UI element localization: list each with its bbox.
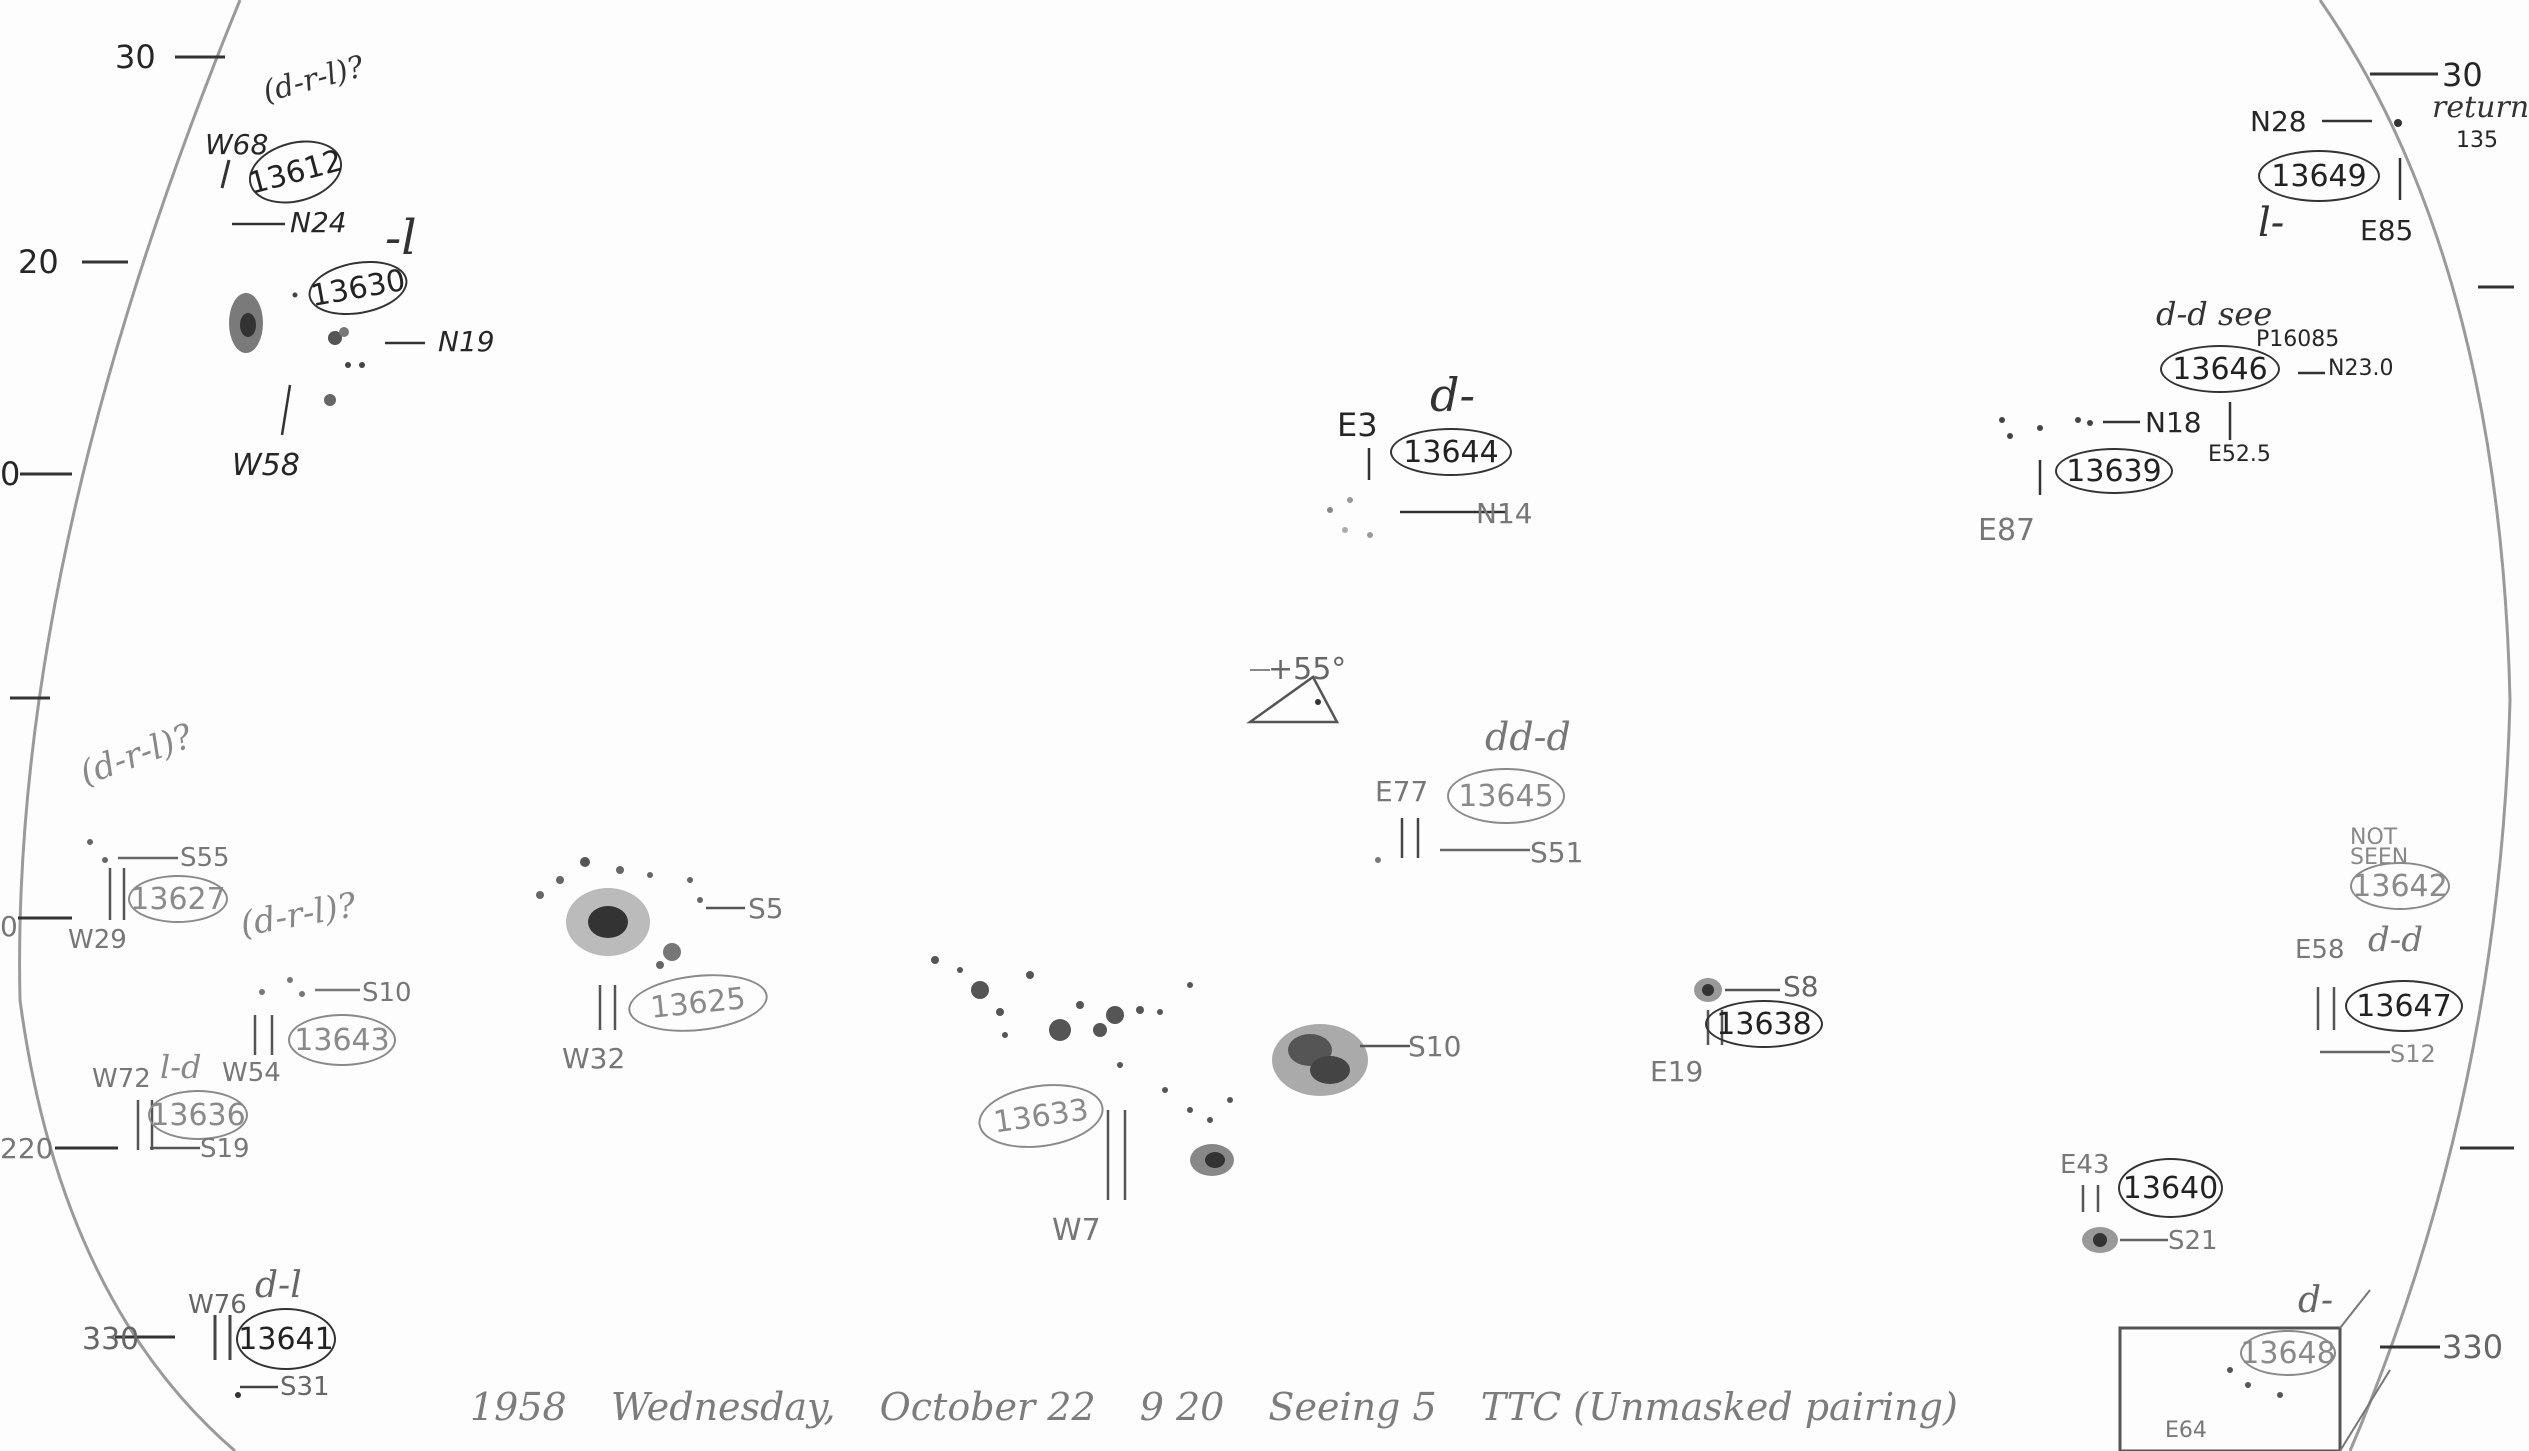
region-13647: 13647 [2345, 980, 2463, 1032]
pos-n28: N28 [2250, 105, 2307, 138]
note-13646: d-d see [2156, 295, 2273, 333]
pos-e19: E19 [1650, 1055, 1704, 1088]
pos-s19: S19 [200, 1134, 250, 1164]
pos-e77: E77 [1375, 775, 1429, 808]
pos-e85: E85 [2360, 214, 2414, 247]
scale-right-bottom: 330 [2442, 1328, 2504, 1366]
pos-s21: S21 [2168, 1226, 2218, 1256]
pos-e64: E64 [2165, 1418, 2207, 1443]
region-13646: 13646 [2160, 345, 2280, 393]
caption-year: 1958 [470, 1385, 567, 1429]
region-13639: 13639 [2055, 448, 2173, 494]
note-13648: d- [2298, 1280, 2334, 1321]
note-return: return [2432, 90, 2529, 125]
caption-time: 9 20 [1139, 1385, 1225, 1429]
pos-n14: N14 [1476, 497, 1533, 530]
caption-note: TTC (Unmasked pairing) [1480, 1385, 1958, 1429]
note-return-num: 135 [2456, 128, 2498, 153]
pos-w7: W7 [1052, 1213, 1101, 1248]
caption-day: Wednesday, [610, 1385, 836, 1429]
pos-w68: W68 [205, 128, 269, 161]
scale-left-20: 20 [18, 243, 59, 281]
scale-left-330: 330 [82, 1322, 140, 1357]
pos-w58: W58 [232, 448, 300, 483]
region-13643: 13643 [288, 1014, 396, 1066]
pos-s5: S5 [748, 892, 784, 925]
caption-date: October 22 [879, 1385, 1096, 1429]
region-13644: 13644 [1390, 428, 1512, 476]
pos-s8: S8 [1783, 970, 1819, 1003]
pos-e87: E87 [1978, 513, 2036, 548]
drawing-caption: 1958 Wednesday, October 22 9 20 Seeing 5… [470, 1385, 1990, 1429]
pos-n24: N24 [290, 206, 347, 239]
pos-s10-13633: S10 [1408, 1030, 1462, 1063]
note-13641: d-l [255, 1265, 302, 1306]
scale-left-o2: 0 [0, 910, 18, 943]
region-13638: 13638 [1705, 1000, 1823, 1048]
pos-w32: W32 [562, 1042, 626, 1075]
note-13644: d- [1430, 368, 1475, 422]
pos-s31: S31 [280, 1372, 330, 1402]
pos-e43: E43 [2060, 1150, 2110, 1180]
pos-s12: S12 [2390, 1040, 2436, 1068]
region-13645: 13645 [1447, 768, 1565, 824]
pos-n18: N18 [2145, 406, 2202, 439]
region-13642: 13642 [2350, 862, 2450, 910]
pos-e58: E58 [2295, 935, 2345, 965]
scale-left-o: 0 [0, 455, 21, 493]
note-13636: l-d [160, 1048, 202, 1086]
scale-right-top: 30 [2442, 56, 2483, 94]
scale-left-top: 30 [115, 38, 156, 76]
pos-s10-13643: S10 [362, 978, 412, 1008]
region-13648: 13648 [2240, 1330, 2336, 1376]
region-13636: 13636 [148, 1090, 248, 1140]
note-13645: dd-d [1485, 715, 1571, 759]
center-angle: +55° [1268, 652, 1347, 687]
note-13649: l- [2258, 200, 2285, 246]
pos-w29: W29 [68, 925, 127, 955]
scale-left-220: 220 [0, 1132, 54, 1165]
region-13649: 13649 [2258, 150, 2380, 202]
pos-s55-13627: S55 [180, 843, 230, 873]
pos-w76: W76 [188, 1290, 247, 1320]
pos-e3: E3 [1337, 406, 1378, 444]
caption-seeing: Seeing 5 [1268, 1385, 1437, 1429]
region-13641: 13641 [236, 1308, 336, 1370]
region-13640: 13640 [2118, 1158, 2223, 1218]
pos-e52: E52.5 [2208, 442, 2271, 467]
note-13646-ref: P16085 [2256, 327, 2340, 352]
pos-n19: N19 [438, 325, 495, 358]
note-13647: d-d [2368, 920, 2424, 960]
region-13627: 13627 [128, 875, 228, 923]
pos-s51: S51 [1530, 836, 1584, 869]
pos-w54: W54 [222, 1058, 281, 1088]
pos-w72: W72 [92, 1064, 151, 1094]
note-13630: -l [385, 210, 417, 266]
pos-n23: N23.0 [2328, 356, 2394, 381]
